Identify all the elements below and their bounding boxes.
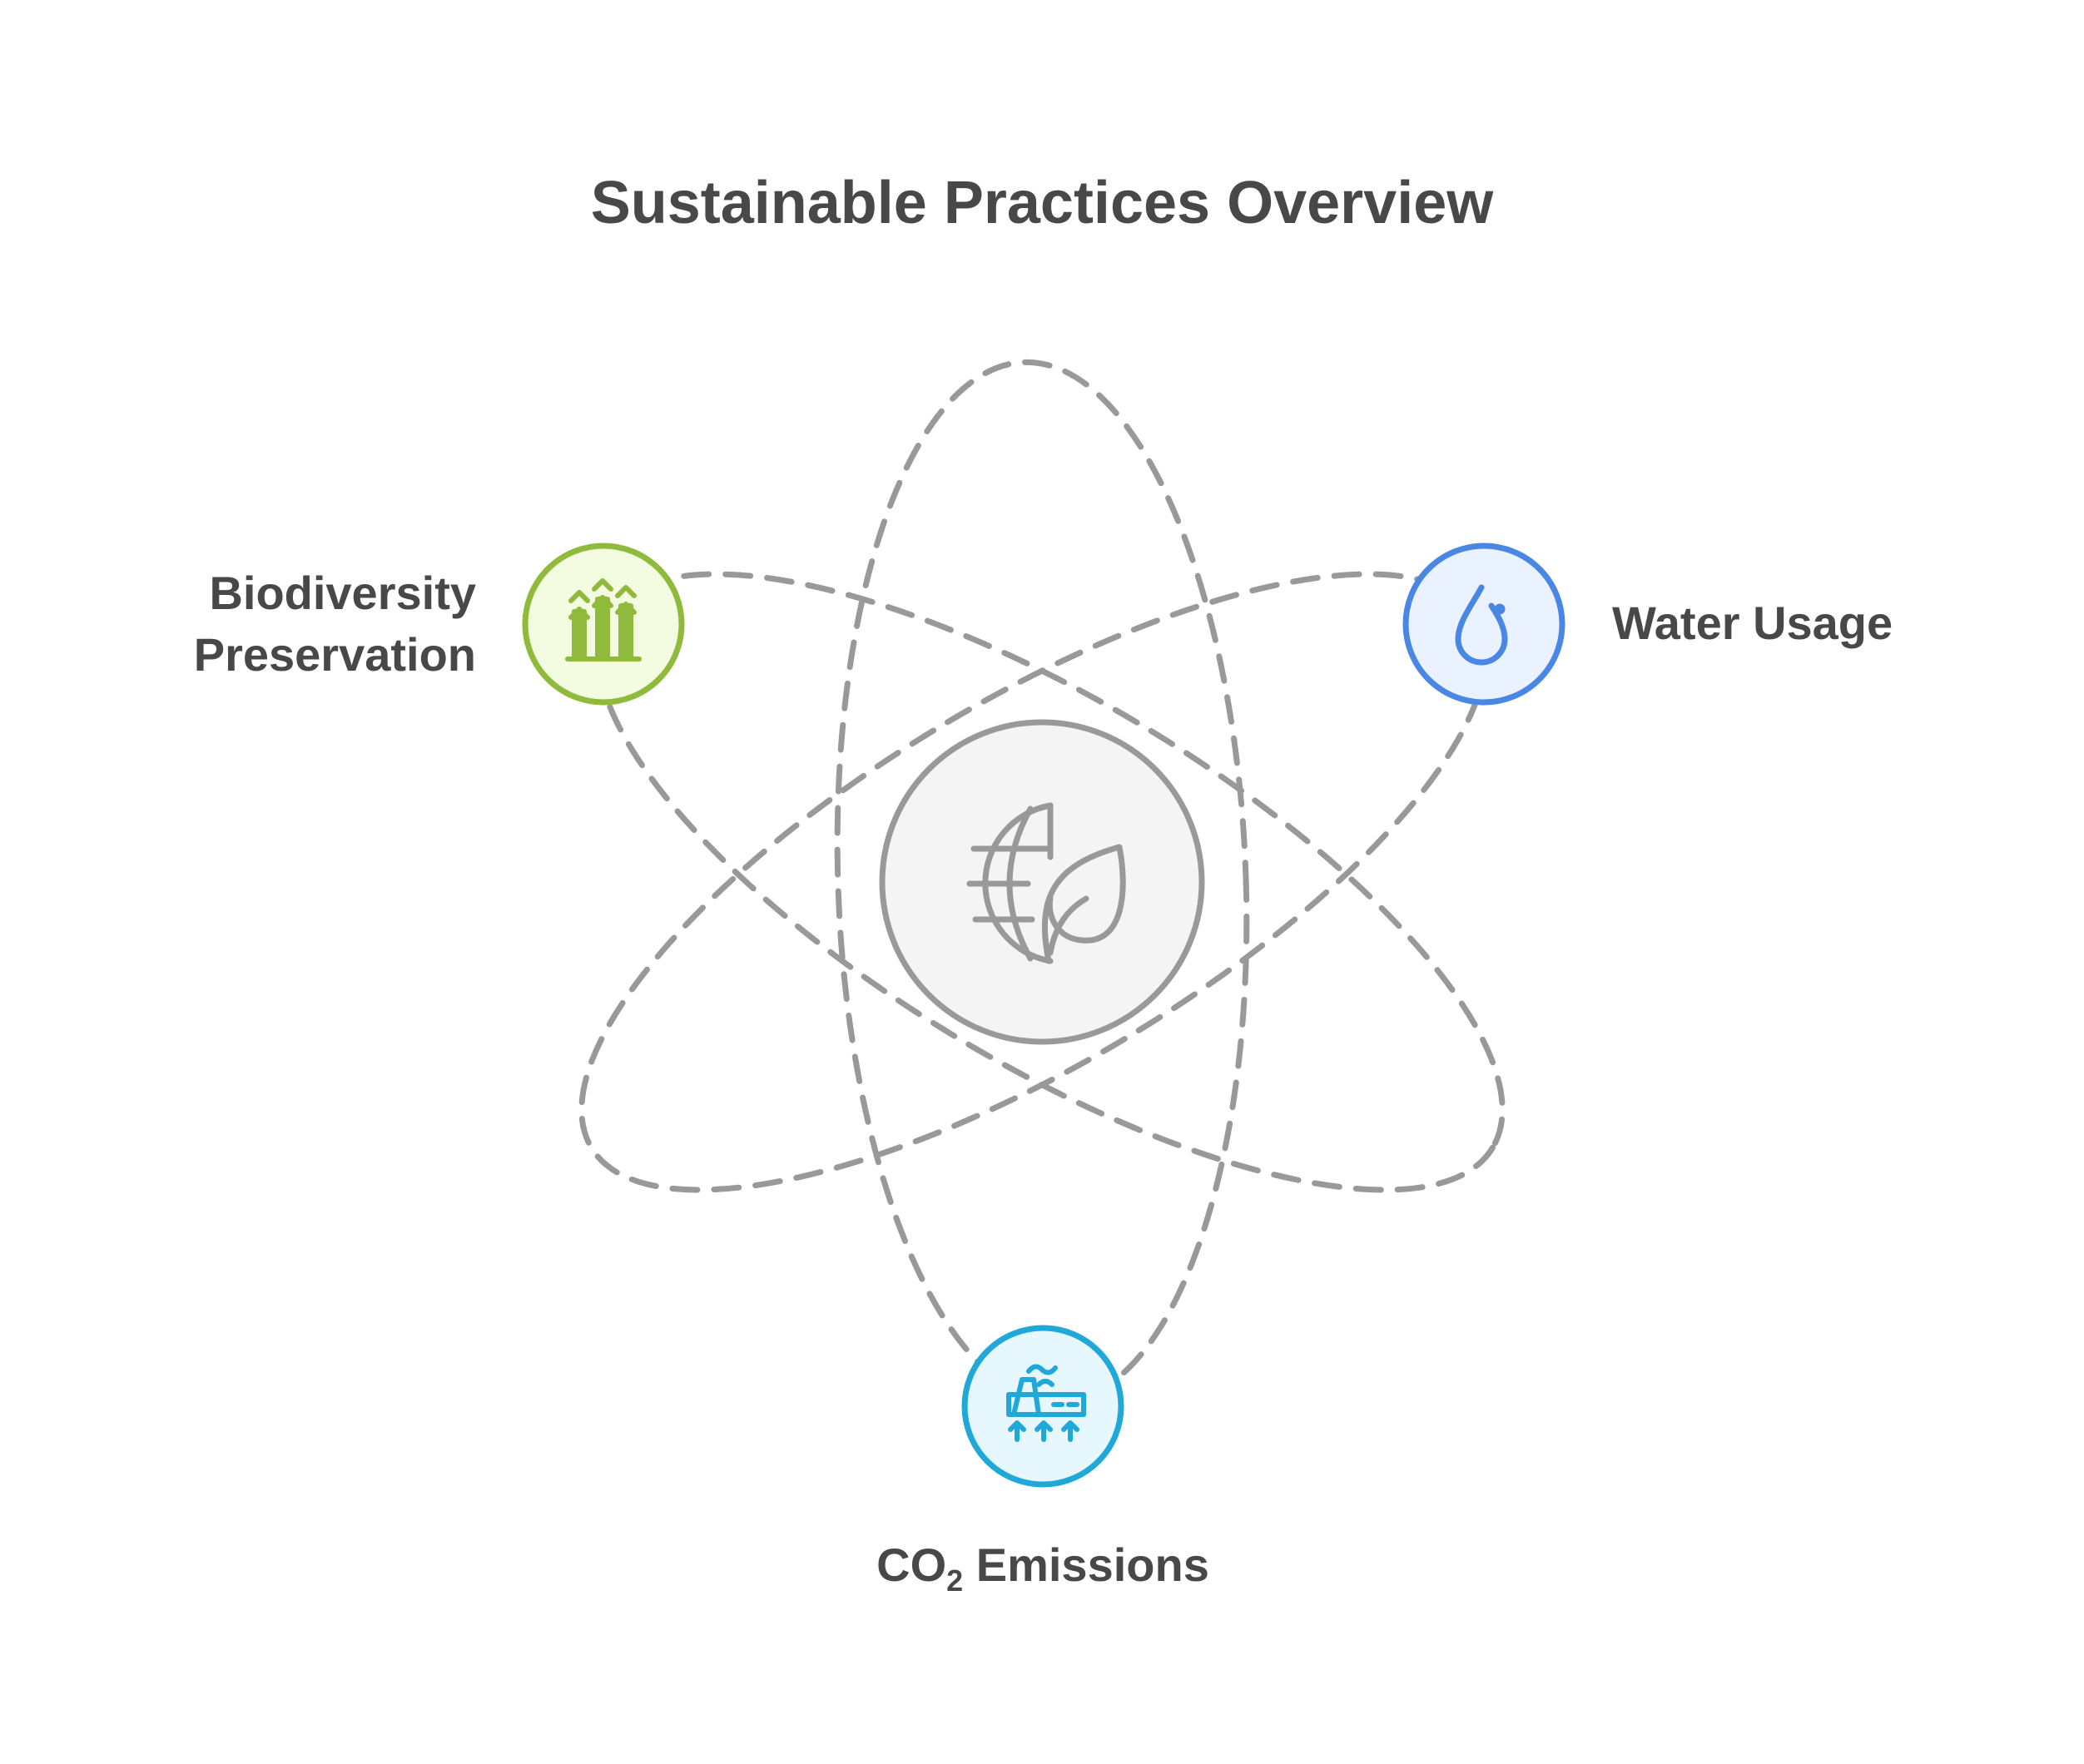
co2-label-subscript: 2: [946, 1563, 963, 1598]
water-circle: [1402, 543, 1565, 706]
globe-leaf-icon: [966, 802, 1126, 964]
biodiversity-label-line2: Preservation: [194, 628, 476, 681]
co2-label-main: CO: [876, 1539, 946, 1591]
co2-circle: [961, 1325, 1124, 1488]
biodiversity-label-line1: Biodiversity: [209, 567, 476, 619]
node-co2-emissions: CO2 Emissions: [876, 1325, 1209, 1598]
center-circle: [879, 719, 1205, 1045]
factory-emissions-icon: [1006, 1364, 1086, 1442]
center-hub: [879, 719, 1205, 1045]
node-biodiversity: Biodiversity Preservation: [194, 543, 685, 706]
forest-icon: [565, 578, 642, 662]
co2-emissions-label: CO2 Emissions: [876, 1539, 1209, 1598]
water-usage-label: Water Usage: [1612, 597, 1893, 649]
co2-label-rest: Emissions: [963, 1539, 1209, 1591]
node-water-usage: Water Usage: [1402, 543, 1893, 706]
water-drop-icon: [1455, 584, 1508, 666]
orbit-left-to-right: [595, 571, 1506, 1193]
page-title: Sustainable Practices Overview: [591, 170, 1495, 236]
